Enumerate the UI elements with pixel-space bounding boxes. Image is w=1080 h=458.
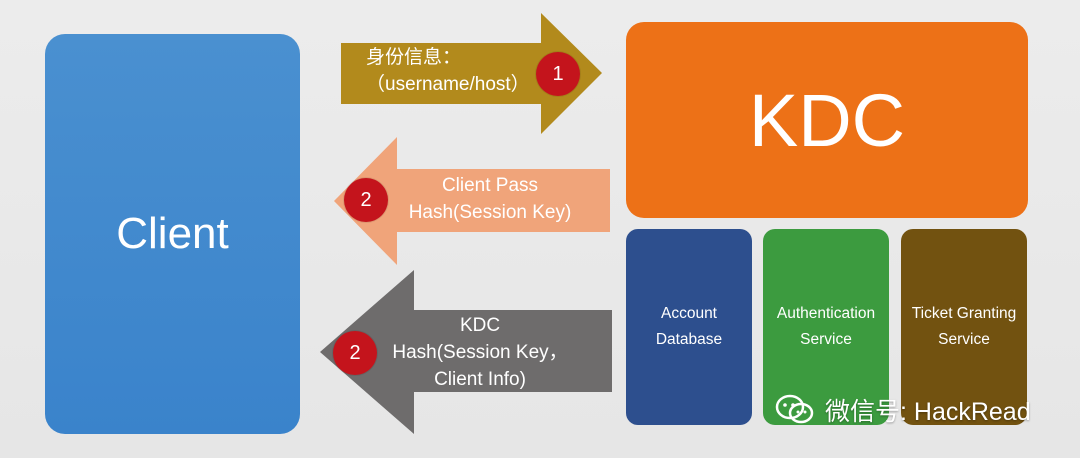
kdc-label: KDC <box>748 78 906 162</box>
arrow-2-text: Client Pass Hash(Session Key) <box>408 175 572 223</box>
step-1-badge: 1 <box>536 52 580 96</box>
arrow-3-text: KDC Hash(Session Key， Client Info) <box>392 315 568 390</box>
arrow-1-shape <box>341 13 602 134</box>
watermark-text: 微信号: HackRead <box>825 398 1031 426</box>
authentication-service-box: Authentication Service <box>763 229 889 425</box>
arrow-1-text: 身份信息： （username/host） <box>366 47 530 95</box>
account-database-box: Account Database <box>626 229 752 425</box>
client-label: Client <box>116 209 229 258</box>
kdc-box: KDC <box>626 22 1028 218</box>
step-2b-number: 2 <box>349 341 361 364</box>
step-2b-badge: 2 <box>333 331 377 375</box>
ticket-granting-service-box: Ticket Granting Service <box>901 229 1027 425</box>
step-1-number: 1 <box>552 62 564 85</box>
step-2-badge: 2 <box>344 178 388 222</box>
client-box: Client <box>45 34 300 434</box>
arrow-2-shape <box>334 137 610 265</box>
ticket-granting-service-label: Ticket Granting Service <box>911 305 1017 348</box>
watermark: 微信号: HackRead <box>775 392 1031 428</box>
step-2-number: 2 <box>360 188 372 211</box>
account-database-label: Account Database <box>655 305 723 348</box>
wechat-icon <box>775 394 814 424</box>
arrow-3-shape <box>320 270 612 434</box>
authentication-service-label: Authentication Service <box>776 305 876 348</box>
